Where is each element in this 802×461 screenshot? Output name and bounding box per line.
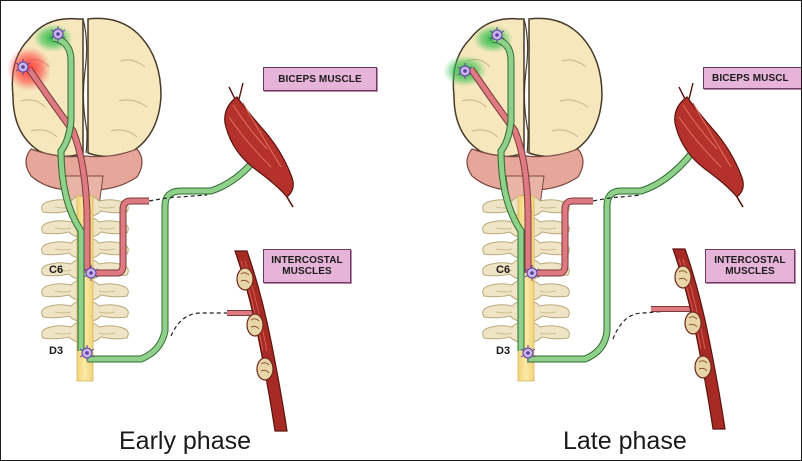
level-c6-label: C6 [49, 264, 63, 276]
dashed-link-intercostal [613, 311, 669, 339]
dashed-link-biceps [149, 195, 207, 201]
level-c6-label: C6 [496, 264, 510, 276]
biceps-label-text: BICEPS MUSCLE [278, 74, 362, 85]
biceps-muscle-label: BICEPS MUSCL [703, 67, 801, 89]
caption-late-phase: Late phase [563, 427, 687, 456]
panel-early-phase [7, 18, 293, 431]
caption-early-phase: Early phase [119, 427, 251, 456]
intercostal-label-line2: MUSCLES [282, 266, 332, 277]
red-peripheral-nerve [93, 201, 149, 273]
panel-late-phase [443, 18, 743, 429]
level-d3-label: D3 [496, 345, 510, 357]
intercostal-label-line1: INTERCOSTAL [271, 255, 342, 266]
intercostal-label-line2: MUSCLES [725, 266, 775, 277]
intercostal-muscles-label: INTERCOSTAL MUSCLES [705, 249, 795, 283]
biceps-muscle-icon [675, 83, 744, 207]
level-d3-label: D3 [49, 345, 63, 357]
dashed-link-biceps [593, 195, 641, 201]
biceps-label-text: BICEPS MUSCL [712, 73, 789, 84]
biceps-muscle-icon [225, 83, 294, 207]
biceps-muscle-label: BICEPS MUSCLE [263, 67, 377, 91]
intercostal-muscles-label: INTERCOSTAL MUSCLES [263, 249, 351, 283]
dashed-link-intercostal [171, 313, 227, 336]
intercostal-label-line1: INTERCOSTAL [714, 255, 785, 266]
red-peripheral-nerve [534, 201, 593, 273]
